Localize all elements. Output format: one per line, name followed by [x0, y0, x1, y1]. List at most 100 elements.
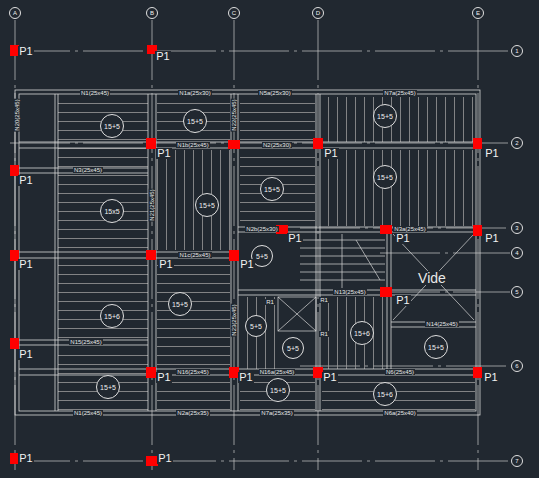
grid-bubble: 4 — [511, 247, 523, 259]
slab-circle: 15+5 — [373, 104, 397, 128]
grid-axis-name: 1 — [515, 48, 518, 54]
slab-circle: 5+5 — [245, 315, 267, 337]
column-mark: P1 — [238, 372, 253, 383]
column-mark: P1 — [322, 372, 337, 383]
column-mark: P1 — [239, 259, 254, 270]
grid-bubble: 3 — [511, 222, 523, 234]
beam-label: N3a(25x45) — [393, 226, 426, 232]
slab-circle: 15+5 — [195, 193, 219, 217]
beam-label: N23(25x45) — [231, 303, 237, 336]
beam-label: N1(25x45) — [73, 410, 103, 416]
slab-thickness: 15x5 — [104, 208, 119, 215]
beam-label: N6a(25x40) — [383, 410, 416, 416]
beam-label: N15(25x45) — [69, 339, 102, 345]
grid-axis-name: 6 — [515, 363, 518, 369]
beam-label: N22(25x45) — [231, 98, 237, 131]
column-mark: P1 — [287, 233, 302, 244]
column-mark: P1 — [323, 148, 338, 159]
grid-axis-name: A — [13, 10, 17, 16]
grid-axis-name: E — [476, 10, 480, 16]
column-mark: P1 — [483, 372, 498, 383]
grid-bubble: D — [312, 7, 324, 19]
slab-circle: 15x5 — [100, 199, 124, 223]
grid-axis-name: C — [232, 10, 236, 16]
column-mark: P1 — [18, 175, 33, 186]
column-mark: P1 — [484, 148, 499, 159]
slab-thickness: 15+5 — [104, 123, 120, 130]
grid-bubble: 7 — [511, 455, 523, 467]
slab-thickness: 15+5 — [428, 344, 444, 351]
beam-label: N6(25x45) — [385, 369, 415, 375]
beam-label: N21(25x45) — [149, 188, 155, 221]
slab-circle: 15+5 — [183, 109, 207, 133]
beam-label: N1c(25x45) — [178, 252, 211, 258]
column-mark: P1 — [157, 453, 172, 464]
column-mark: P1 — [395, 295, 410, 306]
grid-axis-name: 3 — [515, 225, 518, 231]
column-mark: P1 — [158, 259, 173, 270]
beam-label: N2b(25x30) — [245, 226, 278, 232]
beam-label: N1(25x45) — [80, 90, 110, 96]
column-mark: P1 — [18, 453, 33, 464]
grid-bubble: E — [472, 7, 484, 19]
slab-thickness: 5+5 — [256, 253, 268, 260]
grid-bubble: 2 — [511, 137, 523, 149]
reference-mark: R1 — [265, 299, 275, 305]
beam-label: N3(25x45) — [73, 167, 103, 173]
grid-bubble: C — [228, 7, 240, 19]
beam-label: N2a(25x35) — [176, 410, 209, 416]
beam-label: N7a(25x45) — [383, 90, 416, 96]
beam-label: N20(25x45) — [14, 98, 20, 131]
slab-circle: 15+5 — [100, 114, 124, 138]
slab-thickness: 15+5 — [377, 174, 393, 181]
grid-axis-name: 4 — [515, 250, 518, 256]
column-mark: P1 — [18, 259, 33, 270]
slab-thickness: 15+5 — [199, 202, 215, 209]
grid-bubble: 1 — [511, 45, 523, 57]
grid-bubble: A — [9, 7, 21, 19]
slab-thickness: 15+5 — [377, 113, 393, 120]
reference-mark: R1 — [319, 297, 329, 303]
void-label: Vide — [417, 271, 447, 285]
slab-circle: 15+5 — [373, 165, 397, 189]
slab-thickness: 15+6 — [377, 391, 393, 398]
column-mark: P1 — [156, 372, 171, 383]
slab-thickness: 15+5 — [187, 118, 203, 125]
slab-circle: 15+6 — [100, 304, 124, 328]
grid-axis-name: 2 — [515, 140, 518, 146]
grid-bubble: 6 — [511, 360, 523, 372]
slab-circle: 15+5 — [266, 378, 290, 402]
grid-axis-name: 7 — [515, 458, 518, 464]
column-mark: P1 — [155, 51, 170, 62]
slab-circle: 15+5 — [96, 375, 120, 399]
slab-thickness: 15+5 — [172, 301, 188, 308]
slab-circle: 15+5 — [424, 335, 448, 359]
beam-label: N16a(25x45) — [259, 369, 296, 375]
grid-bubble: B — [146, 7, 158, 19]
slab-thickness: 15+5 — [264, 186, 280, 193]
slab-circle: 15+5 — [168, 292, 192, 316]
grid-axis-name: 5 — [515, 289, 518, 295]
slab-circle: 15+5 — [260, 177, 284, 201]
beam-label: N1b(25x45) — [176, 142, 209, 148]
column-mark: P1 — [395, 233, 410, 244]
slab-circle: 15+6 — [350, 321, 374, 345]
beam-label: N2(25x30) — [262, 142, 292, 148]
column-mark: P1 — [484, 233, 499, 244]
slab-thickness: 5+5 — [250, 323, 262, 330]
beam-label: N14(25x45) — [425, 321, 458, 327]
slab-thickness: 15+6 — [104, 313, 120, 320]
slab-circle: 15+6 — [373, 382, 397, 406]
beam-label: N5a(25x30) — [258, 90, 291, 96]
beam-label: N13(25x45) — [333, 289, 366, 295]
column-mark: P1 — [18, 349, 33, 360]
slab-circle: 5+5 — [282, 337, 304, 359]
beam-label: N1a(25x30) — [178, 90, 211, 96]
column-mark: P1 — [156, 148, 171, 159]
column-mark: P1 — [18, 46, 33, 57]
slab-thickness: 5+5 — [287, 345, 299, 352]
slab-thickness: 15+6 — [354, 330, 370, 337]
reference-mark: R1 — [319, 331, 329, 337]
grid-axis-name: D — [316, 10, 320, 16]
